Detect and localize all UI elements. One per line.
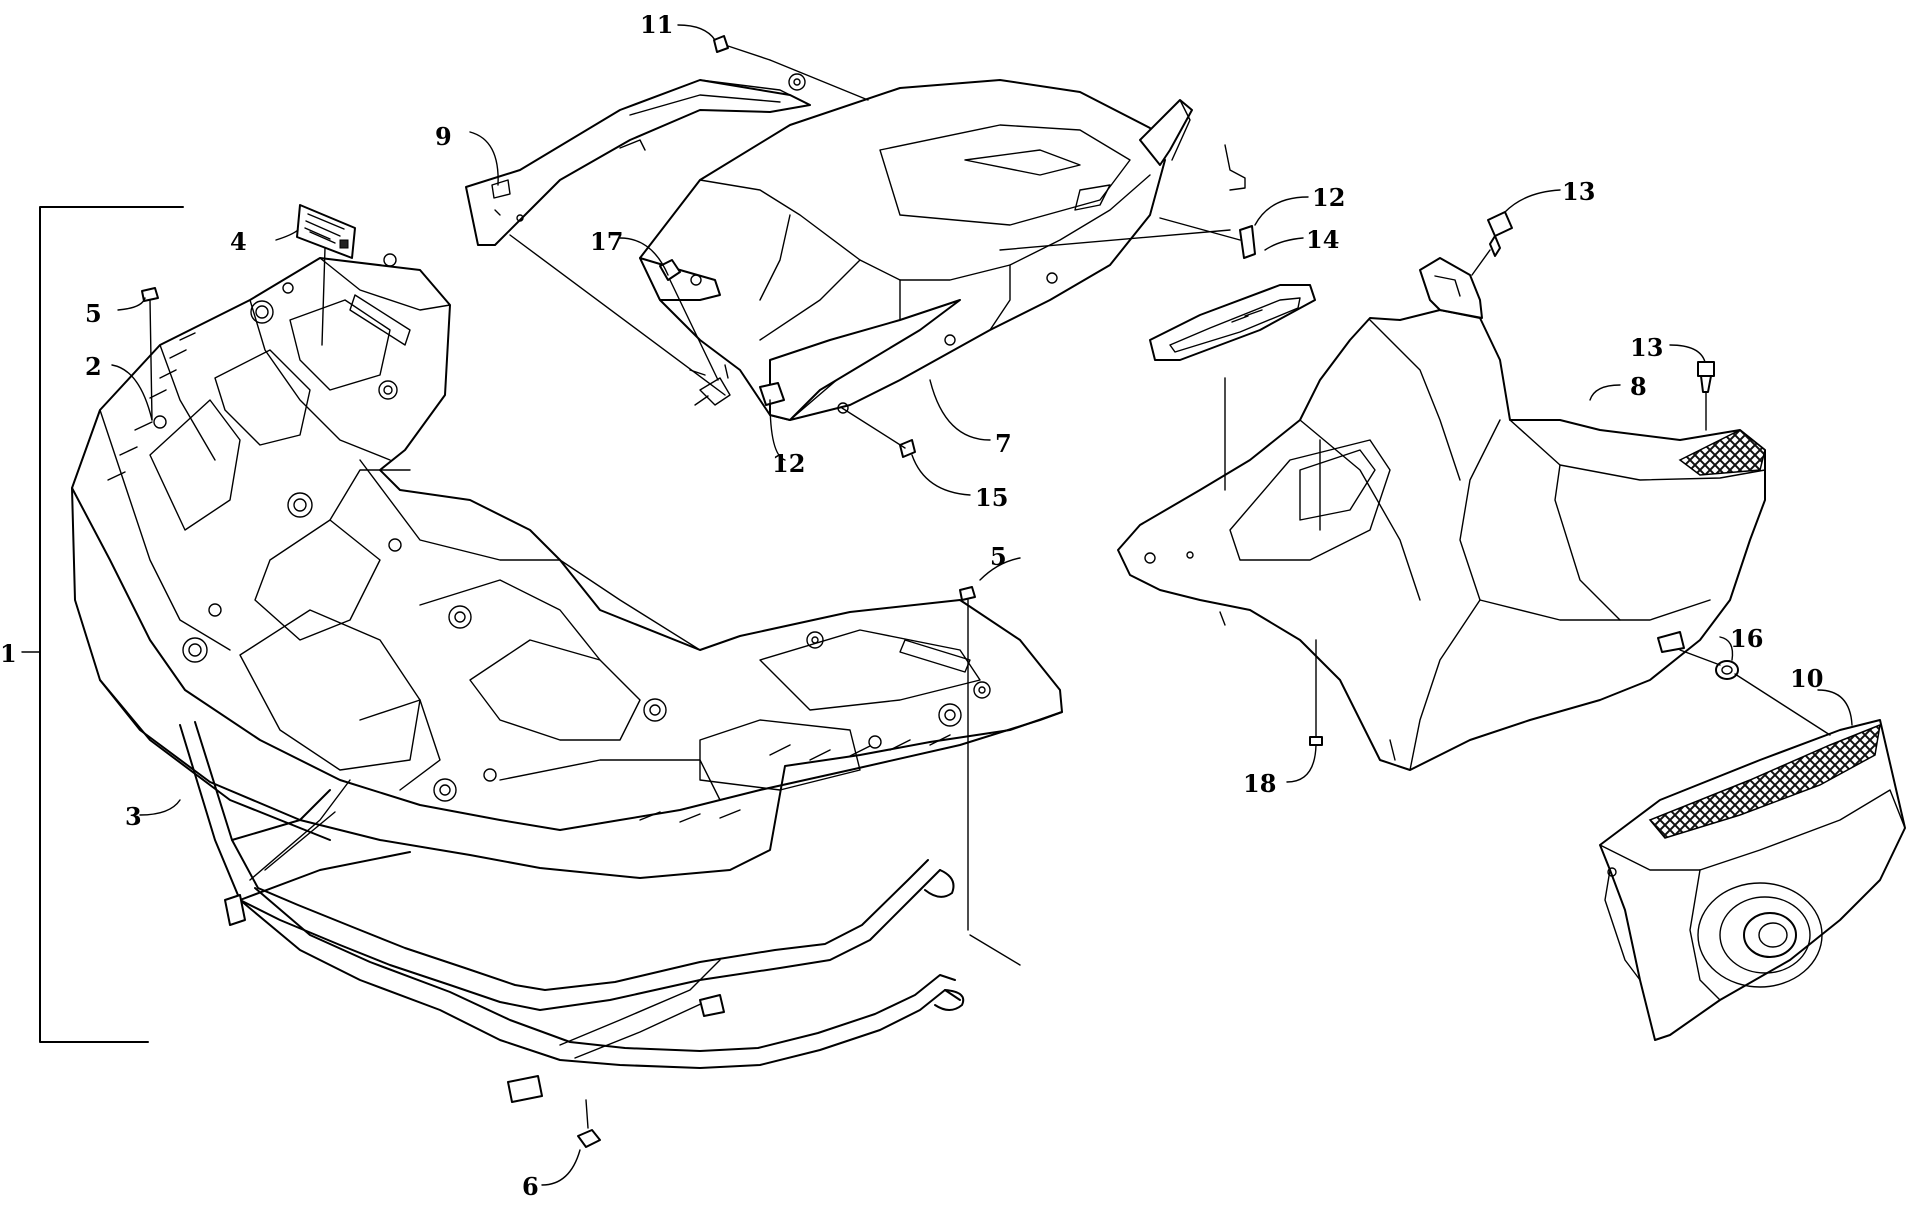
callout-16: 16: [1730, 624, 1763, 653]
front-bumper: [179, 721, 965, 1103]
callout-11: 11: [640, 10, 673, 39]
reflector-lens: [1149, 284, 1321, 531]
callout-9: 9: [435, 122, 452, 151]
fastener-15: [841, 407, 916, 458]
callout-15: 15: [975, 483, 1008, 512]
callout-18: 18: [1243, 769, 1276, 798]
callout-13b: 13: [1630, 333, 1663, 362]
callout-3: 3: [125, 802, 142, 831]
fastener-13a: [1471, 211, 1513, 276]
callout-1: 1: [0, 639, 17, 668]
callout-5a: 5: [85, 299, 102, 328]
front-rack: [71, 253, 1063, 879]
callout-17: 17: [590, 227, 623, 256]
callout-12a: 12: [1312, 183, 1345, 212]
warning-decal: [296, 204, 356, 346]
callout-7: 7: [995, 429, 1012, 458]
callout-14: 14: [1306, 225, 1339, 254]
fastener-13b: [1697, 361, 1715, 431]
fastener-6: [577, 1099, 601, 1148]
callout-4: 4: [230, 227, 247, 256]
fastener-5b: [959, 586, 1021, 966]
alignment-lines: [509, 229, 1231, 396]
callout-12b: 12: [772, 449, 805, 478]
fastener-12b: [689, 364, 785, 406]
callout-leaders: [111, 24, 1853, 1186]
fastener-5a: [141, 287, 159, 421]
callout-13a: 13: [1562, 177, 1595, 206]
side-fender-panel: [1117, 257, 1766, 771]
callout-labels: 1 2 3 4 5 5 6 7 8 9 10 11 12 12 13 13 14…: [0, 10, 1823, 1201]
fastener-18: [1309, 639, 1323, 746]
side-trim-panel: [465, 73, 811, 246]
fastener-12a: [1159, 144, 1256, 259]
callout-10: 10: [1790, 664, 1823, 693]
fastener-16: [1679, 649, 1831, 736]
callout-8: 8: [1630, 372, 1647, 401]
front-top-panel: [639, 79, 1193, 421]
callout-2: 2: [85, 352, 102, 381]
fastener-11: [713, 35, 869, 101]
callout-6: 6: [522, 1172, 539, 1201]
callout-5b: 5: [990, 542, 1007, 571]
fastener-17: [659, 259, 719, 381]
side-speaker-grille: [1599, 719, 1906, 1041]
assembly-bracket: [21, 206, 184, 1043]
